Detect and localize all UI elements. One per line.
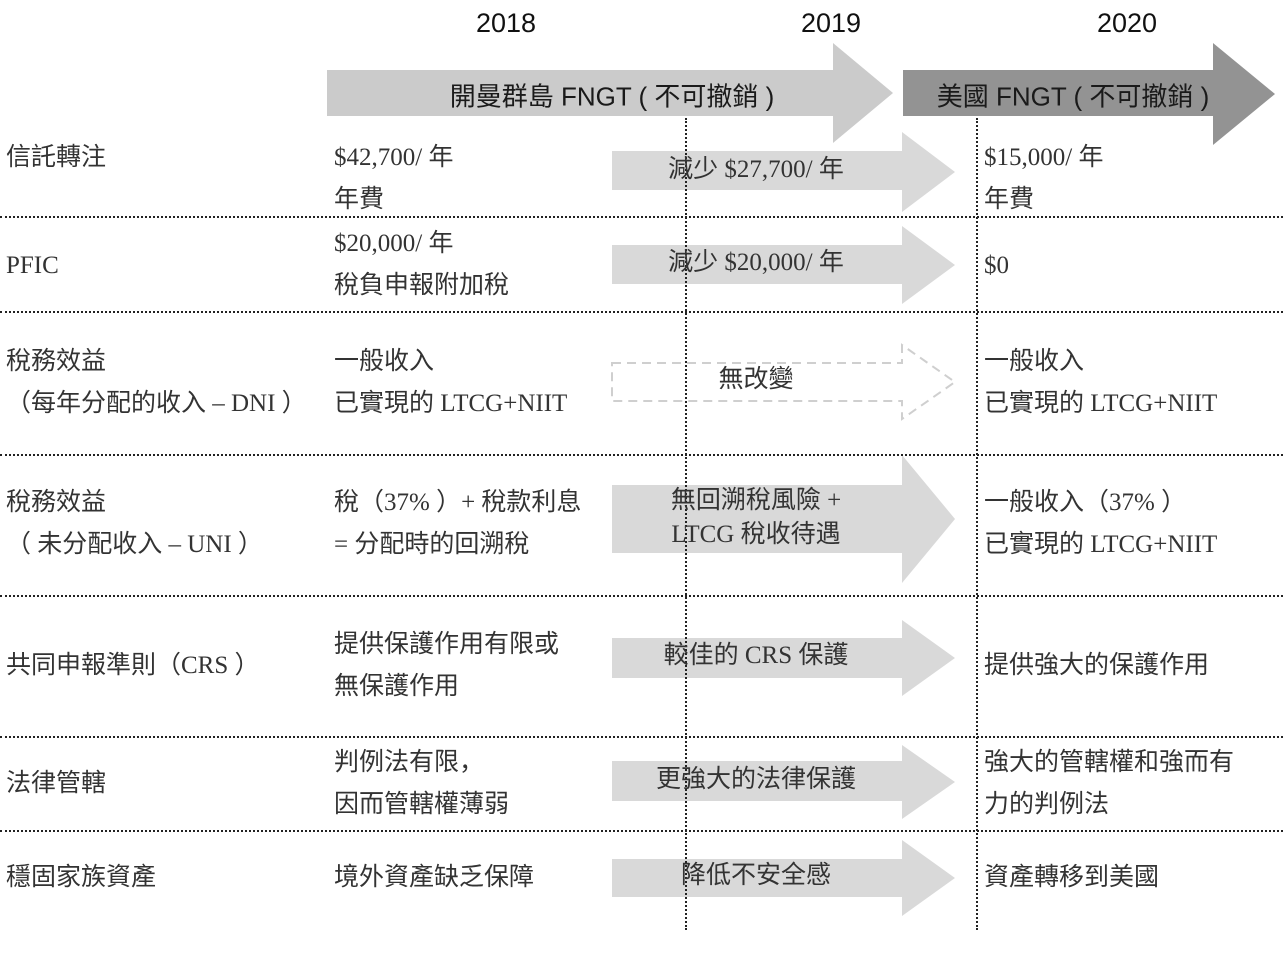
- row-divider: [0, 736, 1283, 738]
- usa-fngt-label: 美國 FNGT ( 不可撤銷 ): [936, 81, 1210, 112]
- row-arrow-uni: [612, 455, 955, 583]
- label-line: 穩固家族資產: [6, 864, 157, 891]
- label-line: 共同申報準則（CRS ）: [6, 652, 260, 679]
- cell-line: 力的判例法: [984, 791, 1110, 818]
- row-divider: [0, 216, 1283, 218]
- cell-line: 因而管轄權薄弱: [334, 791, 510, 818]
- cell-line: 境外資產缺乏保障: [334, 864, 535, 891]
- cell-2018-trust-fee: $42,700/ 年 年費: [334, 137, 453, 221]
- cell-line: 資產轉移到美國: [984, 864, 1160, 891]
- cell-line: 提供保護作用有限或: [334, 631, 560, 658]
- cell-line: 稅負申報附加稅: [334, 272, 510, 299]
- timeline-2019-divider: [685, 118, 687, 930]
- row-label-trust-transfer: 信託轉注: [6, 137, 106, 179]
- change-line: 較佳的 CRS 保護: [663, 642, 849, 669]
- label-line: 法律管轄: [6, 770, 107, 797]
- cell-line: 年費: [984, 186, 1035, 213]
- cell-2018-pfic: $20,000/ 年 稅負申報附加稅: [334, 223, 509, 307]
- cell-line: 已實現的 LTCG+NIIT: [984, 531, 1218, 558]
- cell-line: 已實現的 LTCG+NIIT: [984, 390, 1218, 417]
- label-line: 稅務效益: [6, 348, 107, 375]
- row-arrow-dni: [611, 343, 957, 421]
- cell-2020-uni: 一般收入（37% ） 已實現的 LTCG+NIIT: [984, 482, 1217, 566]
- cell-2020-dni: 一般收入 已實現的 LTCG+NIIT: [984, 341, 1217, 425]
- row-arrow-pfic: [612, 226, 955, 304]
- change-uni: 無回溯稅風險 + LTCG 稅收待遇: [671, 484, 841, 552]
- change-crs: 較佳的 CRS 保護: [664, 639, 849, 673]
- change-line: LTCG 稅收待遇: [671, 521, 841, 548]
- label-line: 信託轉注: [6, 144, 107, 171]
- cell-2020-crs: 提供強大的保護作用: [984, 645, 1209, 687]
- cell-line: 強大的管轄權和強而有: [984, 749, 1235, 776]
- row-label-uni: 稅務效益 （ 未分配收入 – UNI ）: [6, 482, 263, 566]
- row-label-pfic: PFIC: [6, 245, 59, 287]
- cell-2020-family-assets: 資產轉移到美國: [984, 857, 1159, 899]
- change-trust-fee: 減少 $27,700/ 年: [668, 153, 844, 187]
- row-arrow-trust-fee: [612, 132, 955, 212]
- cell-2018-crs: 提供保護作用有限或 無保護作用: [334, 624, 559, 708]
- cell-line: 提供強大的保護作用: [984, 652, 1210, 679]
- cell-2018-family-assets: 境外資產缺乏保障: [334, 857, 534, 899]
- cayman-banner-arrow: [327, 43, 893, 143]
- cell-line: 稅（37% ）+ 稅款利息: [334, 489, 582, 516]
- cell-2018-jurisdiction: 判例法有限， 因而管轄權薄弱: [334, 742, 509, 826]
- change-line: 降低不安全感: [680, 862, 832, 889]
- change-line: 減少 $27,700/ 年: [668, 156, 844, 183]
- change-line: 無回溯稅風險 +: [670, 487, 842, 514]
- change-family-assets: 降低不安全感: [681, 859, 831, 893]
- cell-line: 已實現的 LTCG+NIIT: [334, 390, 568, 417]
- cell-line: 無保護作用: [334, 673, 460, 700]
- cell-line: 一般收入: [334, 348, 435, 375]
- cell-line: 判例法有限，: [334, 749, 485, 776]
- cell-line: = 分配時的回溯稅: [334, 531, 530, 558]
- change-dni: 無改變: [718, 363, 793, 397]
- cell-2020-pfic: $0: [984, 245, 1009, 287]
- year-2020-label: 2020: [1096, 8, 1158, 38]
- row-label-jurisdiction: 法律管轄: [6, 763, 106, 805]
- usa-banner-arrow: [903, 43, 1275, 145]
- row-label-crs: 共同申報準則（CRS ）: [6, 645, 260, 687]
- row-divider: [0, 311, 1283, 313]
- cell-2018-dni: 一般收入 已實現的 LTCG+NIIT: [334, 341, 567, 425]
- label-line: PFIC: [6, 252, 59, 279]
- cell-line: 年費: [334, 186, 385, 213]
- cell-2018-uni: 稅（37% ）+ 稅款利息 = 分配時的回溯稅: [334, 482, 581, 566]
- change-jurisdiction: 更強大的法律保護: [656, 763, 856, 797]
- row-divider: [0, 830, 1283, 832]
- timeline-2020-divider: [976, 118, 978, 930]
- change-line: 無改變: [718, 366, 794, 393]
- cayman-fngt-label: 開曼群島 FNGT ( 不可撤銷 ): [449, 81, 775, 112]
- row-divider: [0, 454, 1283, 456]
- row-arrow-assets: [612, 840, 955, 916]
- label-line: （每年分配的收入 – DNI ）: [6, 390, 307, 417]
- label-line: （ 未分配收入 – UNI ）: [6, 531, 263, 558]
- cell-line: $15,000/ 年: [984, 144, 1104, 171]
- row-arrow-crs: [612, 620, 955, 696]
- cell-line: 一般收入: [984, 348, 1085, 375]
- year-2019-label: 2019: [800, 8, 862, 38]
- row-divider: [0, 595, 1283, 597]
- cell-2020-jurisdiction: 強大的管轄權和強而有 力的判例法: [984, 742, 1234, 826]
- row-arrow-jurisdiction: [612, 745, 955, 819]
- cell-line: 一般收入（37% ）: [984, 489, 1187, 516]
- cell-line: $20,000/ 年: [334, 230, 454, 257]
- cell-2020-trust-fee: $15,000/ 年 年費: [984, 137, 1103, 221]
- label-line: 稅務效益: [6, 489, 107, 516]
- change-pfic: 減少 $20,000/ 年: [668, 246, 844, 280]
- row-label-dni: 稅務效益 （每年分配的收入 – DNI ）: [6, 341, 307, 425]
- change-line: 更強大的法律保護: [655, 766, 857, 793]
- row-label-family-assets: 穩固家族資產: [6, 857, 156, 899]
- cell-line: $0: [984, 252, 1009, 279]
- year-2018-label: 2018: [475, 8, 537, 38]
- change-line: 減少 $20,000/ 年: [668, 249, 844, 276]
- cell-line: $42,700/ 年: [334, 144, 454, 171]
